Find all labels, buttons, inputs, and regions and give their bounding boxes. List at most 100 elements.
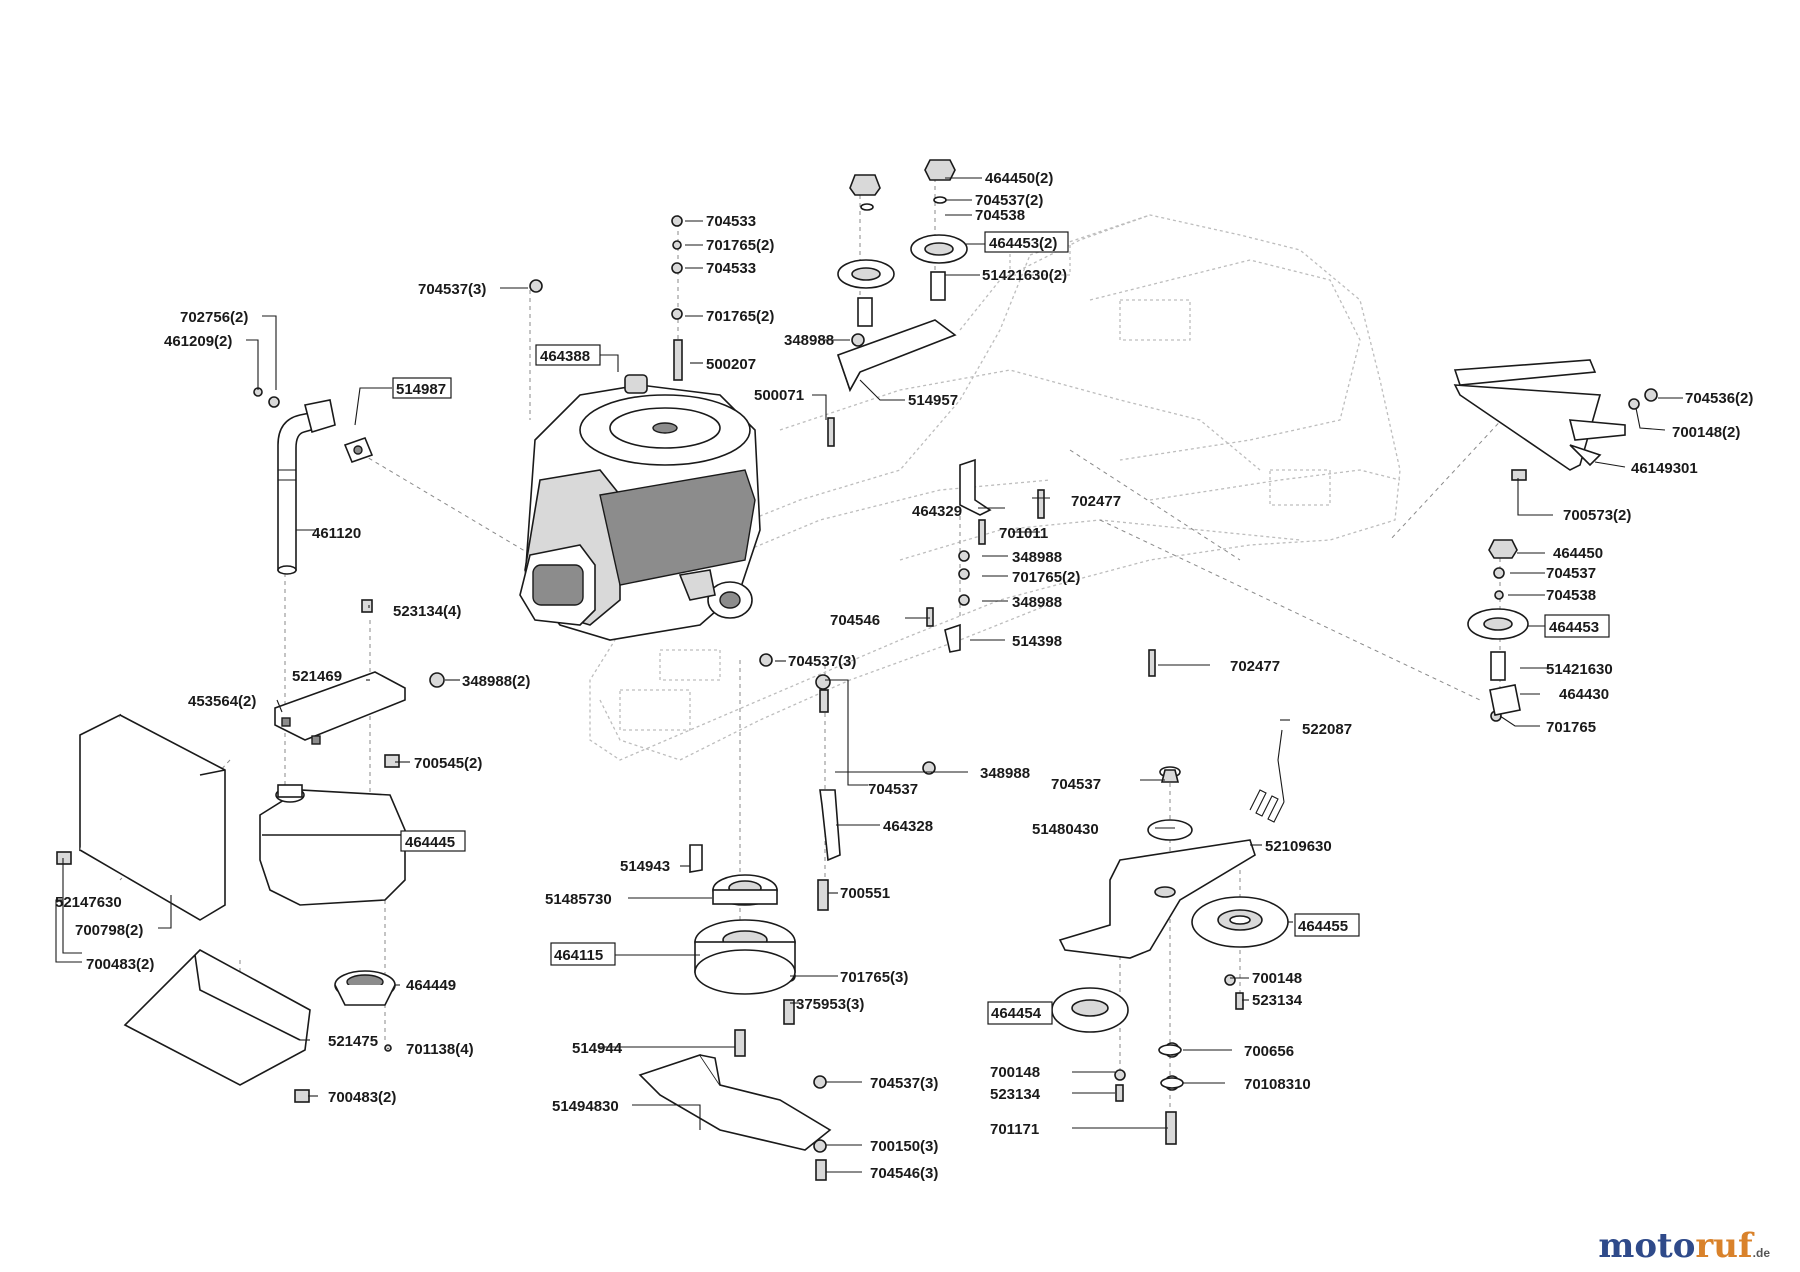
- label-464115: 464115: [554, 947, 603, 964]
- label-461120: 461120: [312, 525, 361, 542]
- label-461209-2: 461209(2): [164, 333, 232, 350]
- label-704537-2: 704537(2): [975, 192, 1043, 209]
- idler-pulley-right: [1467, 539, 1529, 716]
- gasket: [343, 436, 374, 464]
- label-514943: 514943: [620, 858, 670, 875]
- label-464449: 464449: [406, 977, 456, 994]
- fuel-tank: [259, 784, 406, 906]
- label-52147630: 52147630: [55, 894, 122, 911]
- label-523134-4: 523134(4): [393, 603, 461, 620]
- side-shield: [79, 713, 226, 921]
- label-51494830: 51494830: [552, 1098, 619, 1115]
- leader-lines: [55, 177, 1683, 1173]
- label-46149301: 46149301: [1631, 460, 1698, 477]
- label-500071: 500071: [754, 387, 804, 404]
- label-704538-r: 704538: [1546, 587, 1596, 604]
- label-701765-3: 701765(3): [840, 969, 908, 986]
- label-702477-b: 702477: [1230, 658, 1280, 675]
- label-704546: 704546: [830, 612, 880, 629]
- filter-cover: [334, 970, 396, 1006]
- label-70108310: 70108310: [1244, 1076, 1311, 1093]
- logo-part1: moto: [1598, 1226, 1696, 1266]
- label-700551: 700551: [840, 885, 890, 902]
- logo-tld: .de: [1752, 1246, 1770, 1260]
- label-514398: 514398: [1012, 633, 1062, 650]
- label-700150-3: 700150(3): [870, 1138, 938, 1155]
- label-700148-b: 700148: [990, 1064, 1040, 1081]
- exhaust-pipe: [277, 399, 336, 575]
- label-500207: 500207: [706, 356, 756, 373]
- label-704546-3: 704546(3): [870, 1165, 938, 1182]
- label-701765-2-a: 701765(2): [706, 237, 774, 254]
- label-704537-3-top: 704537(3): [418, 281, 486, 298]
- label-701138-4: 701138(4): [406, 1041, 474, 1058]
- engine: [519, 374, 761, 641]
- label-700148-a: 700148: [1252, 970, 1302, 987]
- label-700483-2-a: 700483(2): [86, 956, 154, 973]
- label-51485730: 51485730: [545, 891, 612, 908]
- label-464328: 464328: [883, 818, 933, 835]
- label-348988-c: 348988: [1012, 594, 1062, 611]
- label-52109630: 52109630: [1265, 838, 1332, 855]
- label-700545-2: 700545(2): [414, 755, 482, 772]
- label-523134-a: 523134: [1252, 992, 1303, 1009]
- assembly-lines: [119, 170, 1521, 1110]
- label-701765-2-b: 701765(2): [706, 308, 774, 325]
- label-700483-2-b: 700483(2): [328, 1089, 396, 1106]
- label-704533-a: 704533: [706, 213, 756, 230]
- label-523134-b: 523134: [990, 1086, 1041, 1103]
- mounting-plate: [274, 671, 406, 745]
- floor-plate: [123, 949, 311, 1086]
- label-348988-b: 348988: [1012, 549, 1062, 566]
- label-boxes: [392, 231, 1610, 1025]
- idler-arm: [1058, 766, 1256, 959]
- logo-part2: ruf: [1695, 1226, 1753, 1266]
- label-700798-2: 700798(2): [75, 922, 143, 939]
- label-348988-top: 348988: [784, 332, 834, 349]
- label-464329: 464329: [912, 503, 962, 520]
- part-labels: 464450(2) 704537(2) 704538 464453(2) 514…: [55, 170, 1753, 1182]
- label-704536-2: 704536(2): [1685, 390, 1753, 407]
- label-704538-top: 704538: [975, 207, 1025, 224]
- label-701011: 701011: [999, 525, 1048, 542]
- pulleys-bottom: [1051, 896, 1289, 1089]
- label-348988-2: 348988(2): [462, 673, 530, 690]
- label-704537-3-bot: 704537(3): [870, 1075, 938, 1092]
- label-464445: 464445: [405, 834, 455, 851]
- label-51421630: 51421630: [1546, 661, 1613, 678]
- pto-clutch: [694, 874, 796, 995]
- brackets-center: [689, 458, 992, 873]
- label-701765-r: 701765: [1546, 719, 1596, 736]
- label-521469: 521469: [292, 668, 342, 685]
- label-375953-3: 375953(3): [796, 996, 864, 1013]
- label-348988-d: 348988: [980, 765, 1030, 782]
- label-521475: 521475: [328, 1033, 378, 1050]
- motoruf-logo: motoruf.de: [1598, 1226, 1770, 1266]
- label-464455: 464455: [1298, 918, 1348, 935]
- label-700656: 700656: [1244, 1043, 1294, 1060]
- tension-spring: [1249, 729, 1285, 823]
- label-702756-2: 702756(2): [180, 309, 248, 326]
- label-51421630-2: 51421630(2): [982, 267, 1067, 284]
- label-700148-2: 700148(2): [1672, 424, 1740, 441]
- label-704537-r: 704537: [1546, 565, 1596, 582]
- label-704533-b: 704533: [706, 260, 756, 277]
- label-704537-n: 704537: [1051, 776, 1101, 793]
- label-514957: 514957: [908, 392, 958, 409]
- label-700573-2: 700573(2): [1563, 507, 1631, 524]
- label-514987: 514987: [396, 381, 446, 398]
- label-51480430: 51480430: [1032, 821, 1099, 838]
- label-704537-m: 704537: [868, 781, 918, 798]
- label-453564-2: 453564(2): [188, 693, 256, 710]
- label-464450-2: 464450(2): [985, 170, 1053, 187]
- idler-pulleys-top: [836, 159, 968, 392]
- label-464453-2: 464453(2): [989, 235, 1057, 252]
- label-464388: 464388: [540, 348, 590, 365]
- label-514944: 514944: [572, 1040, 623, 1057]
- label-702477-a: 702477: [1071, 493, 1121, 510]
- label-522087: 522087: [1302, 721, 1352, 738]
- clutch-bracket: [638, 1054, 832, 1151]
- label-464430: 464430: [1559, 686, 1609, 703]
- label-701171: 701171: [990, 1121, 1039, 1138]
